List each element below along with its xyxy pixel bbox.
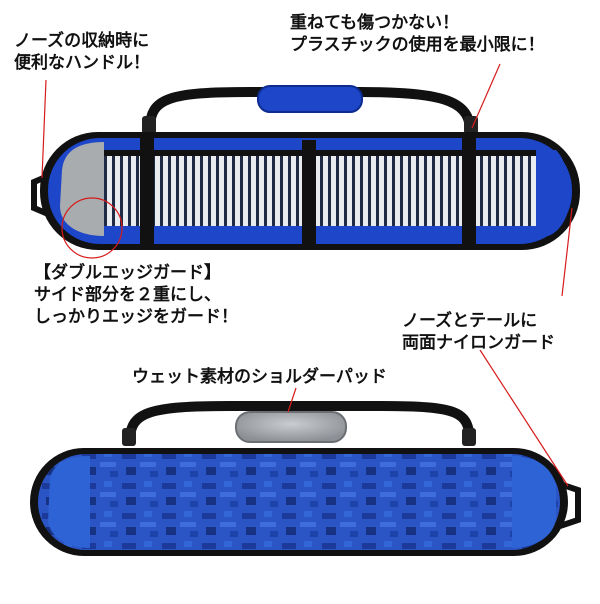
callout-lines	[41, 63, 573, 487]
callout-nylon: ノーズとテールに 両面ナイロンガード	[402, 310, 555, 354]
callout-circle-edge	[61, 197, 123, 259]
bottom-bag	[30, 401, 581, 556]
top-tail-guard	[536, 150, 570, 236]
callout-line-shoulder-pad	[287, 387, 297, 413]
bottom-tail-guard	[512, 456, 556, 548]
bottom-shoulder-strap	[125, 401, 475, 441]
callout-line-plastic	[471, 63, 501, 129]
callout-edge-title: 【ダブルエッジガード】	[34, 263, 221, 283]
callout-plastic-line-1: 重ねても傷つかない！	[290, 13, 460, 33]
callout-plastic: 重ねても傷つかない！ プラスチックの使用を最小限に！	[290, 12, 545, 56]
bottom-strap-clip-left	[122, 428, 136, 446]
callout-line-nylon-top	[561, 207, 573, 297]
callout-shoulder-pad-text: ウェット素材のショルダーパッド	[132, 367, 387, 387]
callout-handle: ノーズの収納時に 便利なハンドル！	[14, 30, 150, 74]
callout-handle-line-2: 便利なハンドル！	[14, 53, 150, 73]
callout-handle-line-1: ノーズの収納時に	[14, 31, 150, 51]
callout-plastic-line-2: プラスチックの使用を最小限に！	[290, 35, 545, 55]
callout-nylon-line-1: ノーズとテールに	[402, 311, 538, 331]
bottom-strap-clip-right	[462, 428, 476, 446]
callout-nylon-line-2: 両面ナイロンガード	[402, 333, 555, 353]
callout-shoulder-pad: ウェット素材のショルダーパッド	[132, 366, 387, 388]
top-strap-clip-left	[142, 116, 156, 134]
top-vertical-strap-3	[462, 136, 476, 246]
tail-handle	[559, 481, 581, 529]
top-nose-mesh	[60, 142, 104, 236]
callout-edge-line-1: サイド部分を２重にし、	[34, 285, 221, 305]
bottom-nose-guard	[48, 456, 90, 548]
bottom-shoulder-pad	[235, 411, 347, 443]
nose-handle	[31, 173, 50, 217]
callout-line-handle	[41, 79, 47, 179]
top-vertical-strap-2	[302, 140, 316, 246]
top-strap-clip-right	[464, 116, 478, 134]
callout-line-nylon-bottom	[479, 349, 569, 487]
callout-edge-line-2: しっかりエッジをガード！	[34, 307, 238, 327]
bottom-bag-body	[38, 454, 560, 550]
top-bag	[31, 85, 580, 250]
window-top-edge	[104, 150, 536, 156]
callout-double-edge: 【ダブルエッジガード】 サイド部分を２重にし、 しっかりエッジをガード！	[34, 262, 238, 328]
top-shoulder-pad	[257, 85, 363, 113]
top-vertical-strap-1	[140, 136, 154, 246]
